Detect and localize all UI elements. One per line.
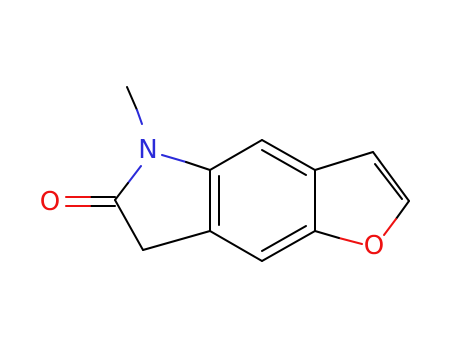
bond-methyl-n-colored	[136, 109, 143, 125]
bond-c5-c4-inner	[261, 225, 307, 252]
atom-label-o-carbonyl: O	[40, 187, 60, 217]
atom-label-o-furan: O	[364, 231, 384, 261]
bond-o-c5-furan	[314, 230, 340, 239]
bond-n-c2	[114, 182, 129, 201]
bond-c6-c3	[314, 151, 374, 171]
bond-c4-c3a	[209, 230, 263, 262]
bond-c3-c3a	[142, 230, 211, 251]
bond-c7a-c7	[209, 139, 263, 171]
atom-label-n: N	[138, 135, 157, 165]
bond-o-c5-furan-colored	[338, 237, 363, 245]
bond-c7-c6-inner	[261, 149, 307, 176]
bond-n-c7a	[185, 161, 211, 171]
bond-c3-c2-furan-inner	[374, 163, 403, 200]
bond-c7-c6	[261, 139, 316, 171]
bond-c3-c2-furan	[372, 151, 410, 202]
bond-n-c2-colored	[127, 165, 142, 184]
bond-c2-o-furan-colored	[383, 218, 397, 236]
bond-c2-o-furan	[395, 200, 410, 220]
bond-c5-c4	[261, 230, 316, 262]
bond-methyl-n	[126, 86, 138, 111]
bond-c2-c3	[114, 199, 144, 251]
bond-n-c7a-colored	[161, 154, 187, 163]
